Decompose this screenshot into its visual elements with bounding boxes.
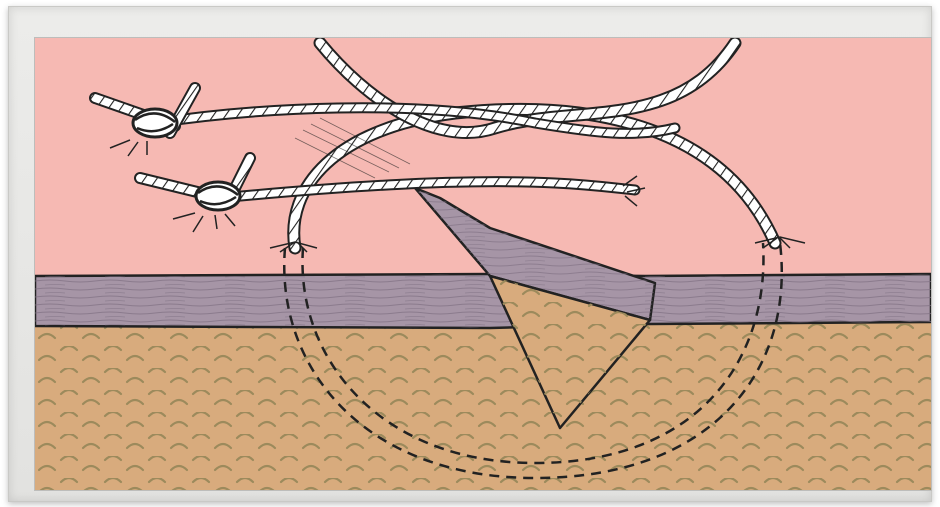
- illustration-mat: [35, 38, 931, 490]
- picture-frame: [8, 6, 932, 502]
- suture-illustration: [35, 38, 931, 490]
